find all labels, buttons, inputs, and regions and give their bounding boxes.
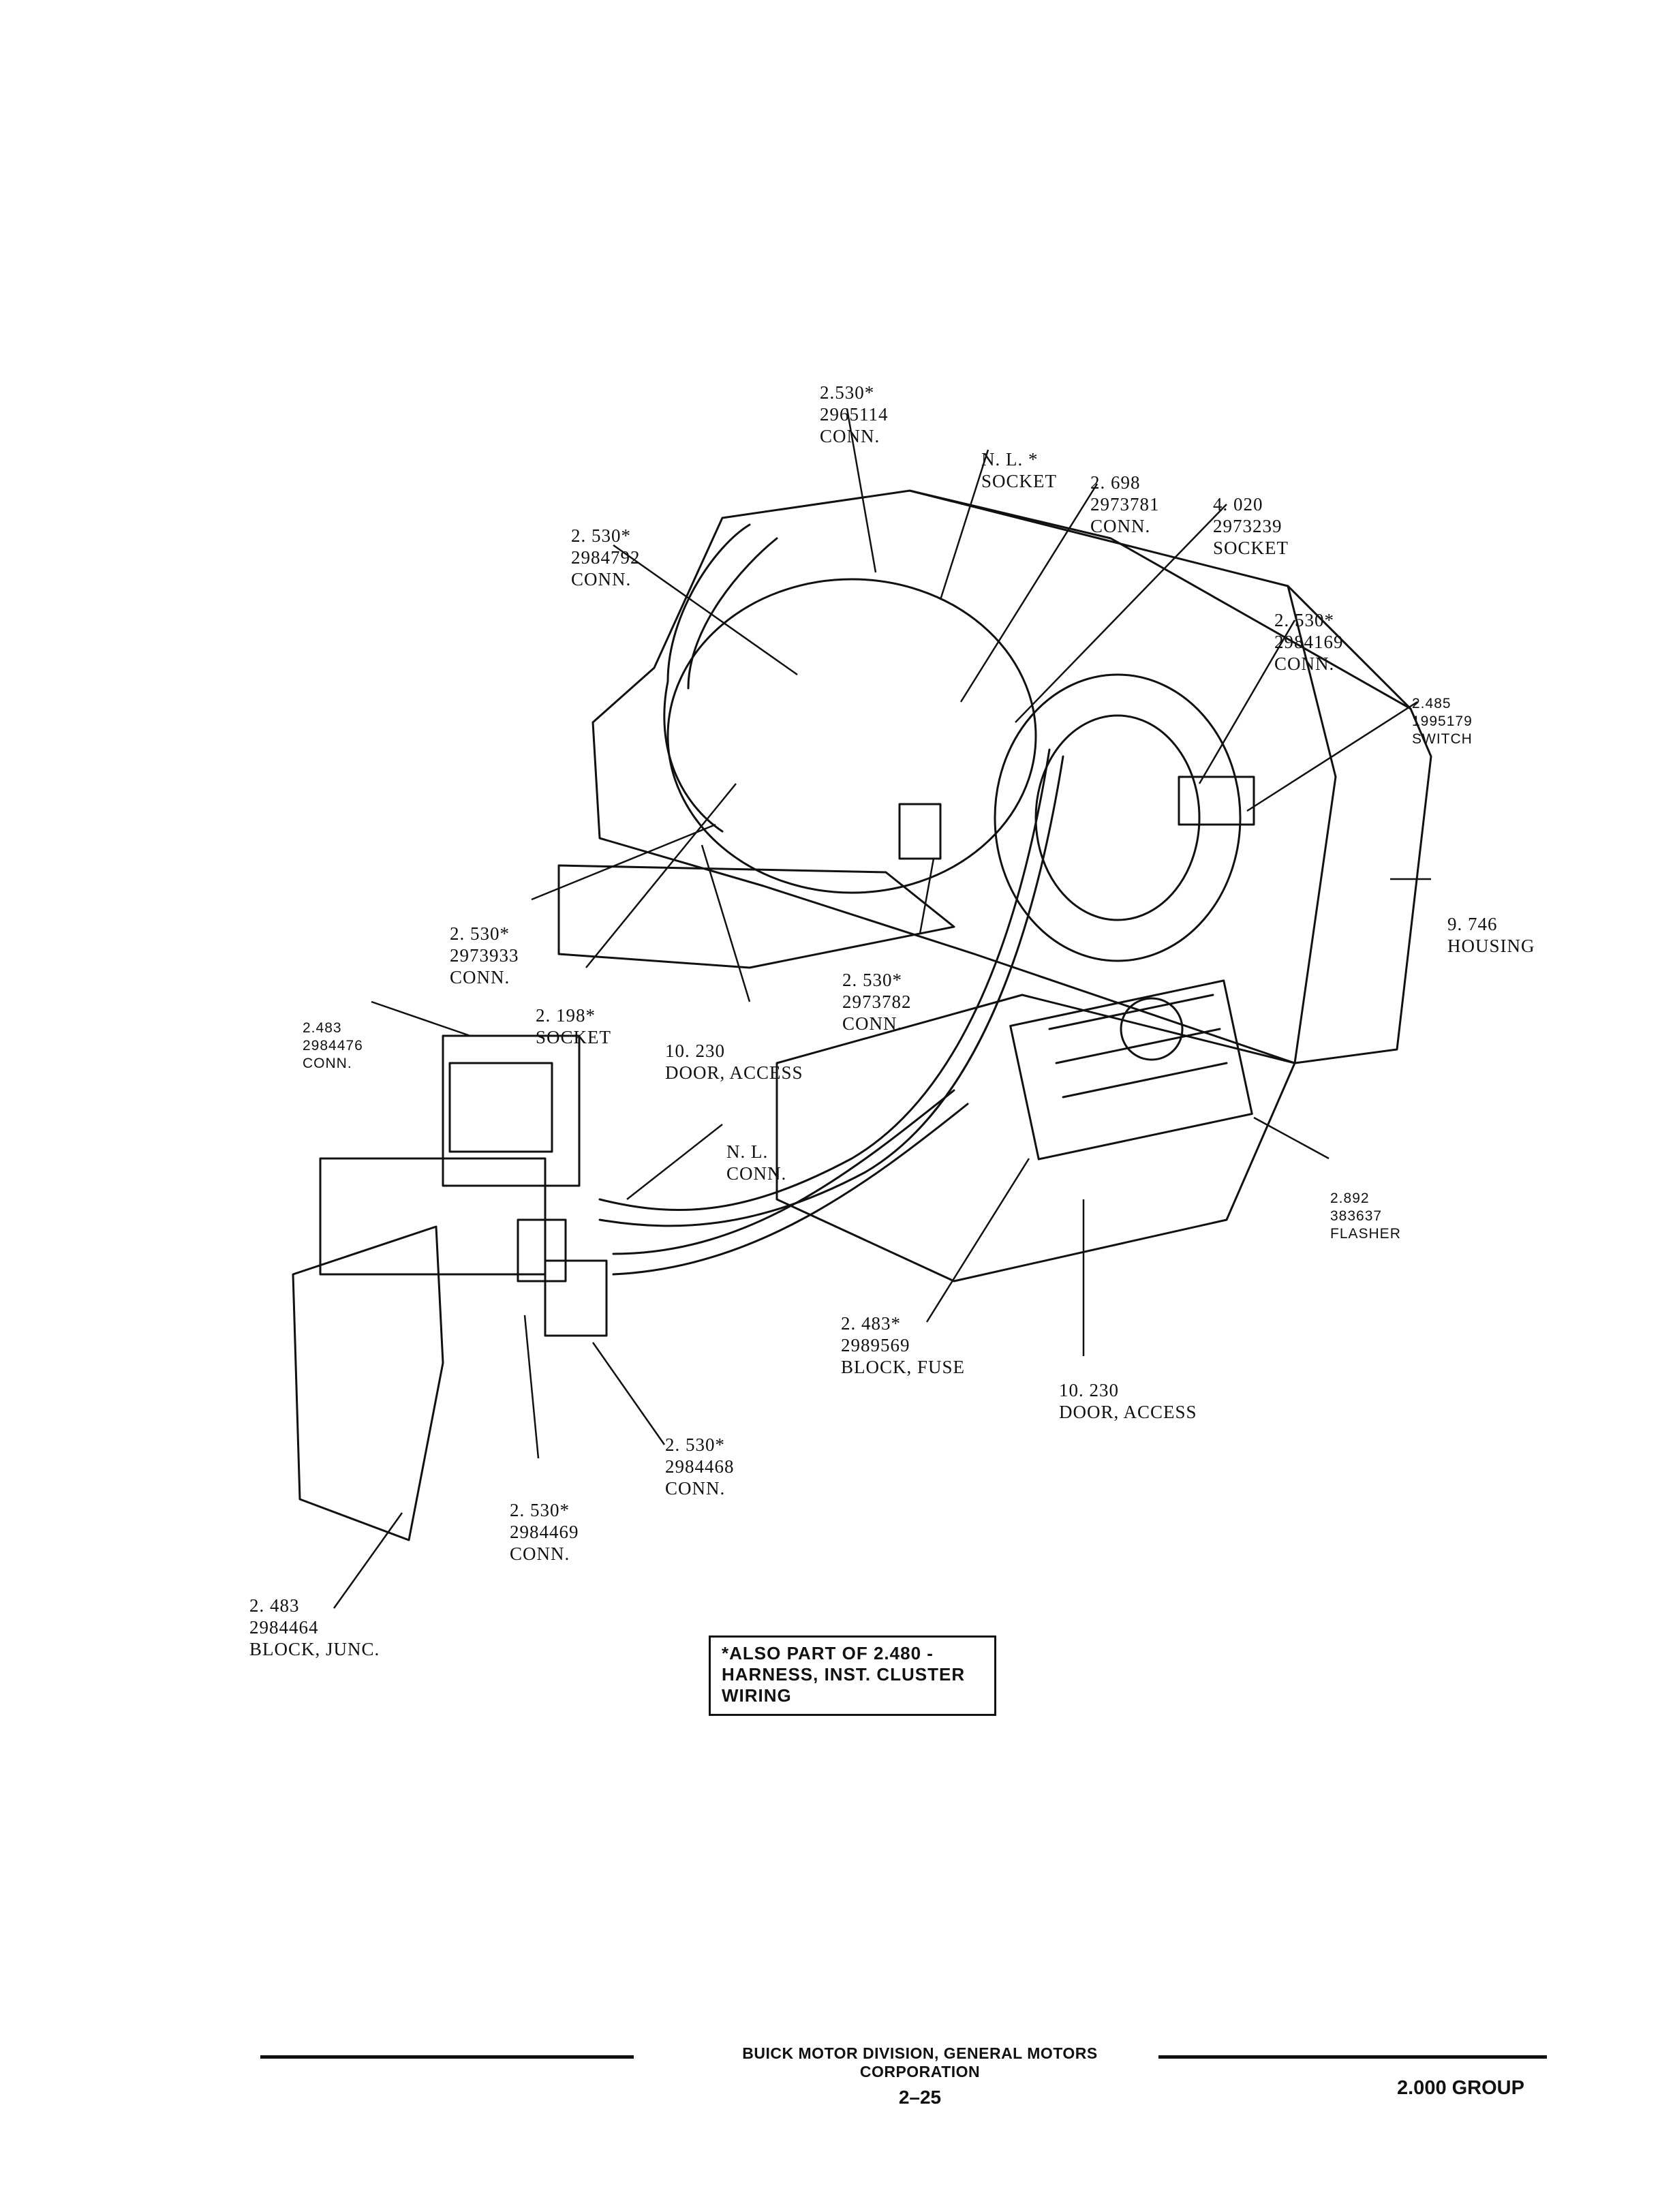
leader-c2 <box>939 449 989 600</box>
fuse-block <box>1009 979 1253 1161</box>
leader-c20 <box>333 1512 403 1609</box>
leader-c15 <box>1253 1116 1330 1160</box>
note-line-3: WIRING <box>722 1685 792 1706</box>
leader-c12 <box>585 783 737 968</box>
callout-socket-2198: 2. 198*SOCKET <box>536 1005 612 1047</box>
callout-nl-socket: N. L. *SOCKET <box>981 449 1058 491</box>
leader-c9 <box>531 823 716 901</box>
note-line-2: HARNESS, INST. CLUSTER <box>722 1664 966 1685</box>
flasher <box>1120 997 1184 1061</box>
leader-c18 <box>591 1342 666 1445</box>
main-harness <box>598 748 1051 1212</box>
page-number: 2–25 <box>898 2087 942 2108</box>
lower-tray <box>557 864 955 969</box>
junction-block <box>292 1225 444 1541</box>
footer-rule-right <box>1158 2055 1547 2059</box>
footer-rule-left <box>260 2055 634 2059</box>
callout-nl-conn: N. L.CONN. <box>726 1141 787 1184</box>
leader-c16 <box>925 1158 1030 1323</box>
group-label: 2.000 GROUP <box>1397 2077 1524 2099</box>
harness-note-box: *ALSO PART OF 2.480 - HARNESS, INST. CLU… <box>709 1635 996 1716</box>
leader-c11 <box>371 1000 471 1037</box>
leader-c5 <box>613 544 798 676</box>
leader-c13 <box>701 844 751 1002</box>
note-line-1: *ALSO PART OF 2.480 - <box>722 1643 934 1663</box>
leader-c3 <box>959 483 1098 703</box>
leader-c19 <box>523 1315 540 1459</box>
cluster-dial <box>666 578 1037 894</box>
leader-c14 <box>626 1124 723 1200</box>
leader-c4 <box>1015 504 1227 723</box>
leader-c6 <box>1198 619 1296 784</box>
footer-company: BUICK MOTOR DIVISION, GENERAL MOTORS COR… <box>742 2044 1098 2080</box>
leader-c1 <box>846 408 877 573</box>
leader-c10 <box>919 858 935 934</box>
leader-c7 <box>1246 701 1418 812</box>
